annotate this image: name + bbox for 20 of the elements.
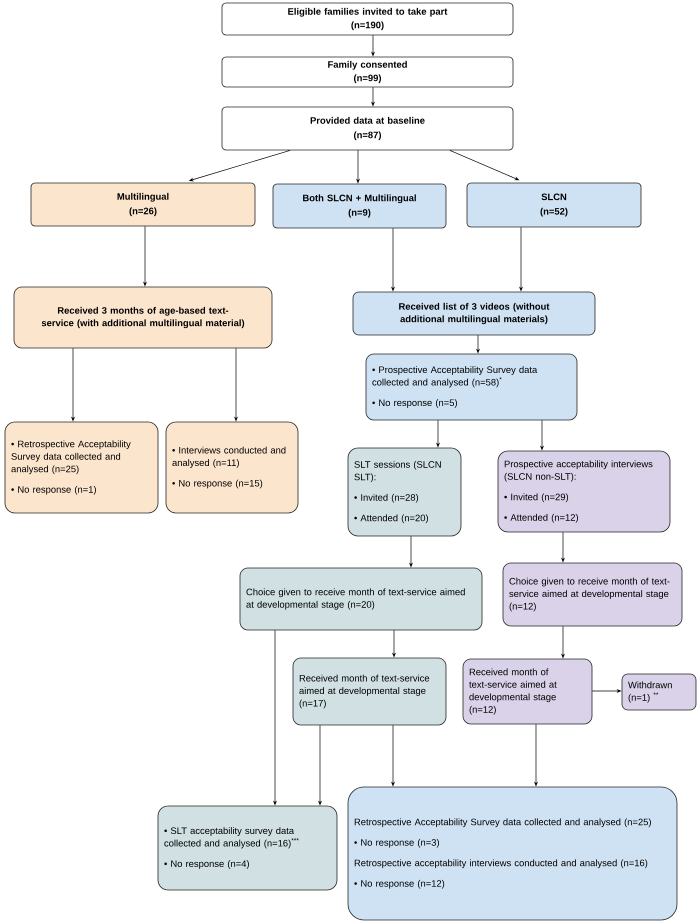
- group-box: Both SLCN + Multilingual (n=9): [272, 184, 446, 228]
- group-box: Multilingual (n=26): [30, 182, 256, 226]
- process-box: • Retrospective Acceptability Survey data collected and analysed (n=25) • No response (n=1): [4, 422, 158, 514]
- process-box: • SLT acceptability survey data collected and analysed (n=16)$^{***}$ • No response (n=4): [158, 806, 338, 890]
- process-box: Eligible families invited to take part (n=190): [222, 2, 514, 36]
- process-box: Prospective acceptability interviews (SLCN non-SLT): • Invited (n=29) • Attended (n=12): [498, 450, 670, 532]
- group-box: SLCN (n=52): [466, 182, 642, 228]
- process-box: Retrospective Acceptability Survey data collected and analysed (n=25) • No response (n=3) Retrospective acceptability interviews conducted and analysed (n=16) • No response (n=12): [348, 786, 678, 920]
- process-box: • Prospective Acceptability Survey data collected and analysed (n=58)$^{*}$ • No response (n=5): [366, 354, 578, 420]
- process-box: Received month of text-service aimed at developmental stage (n=12): [462, 658, 592, 724]
- process-box: Family consented (n=99): [222, 56, 514, 88]
- process-box: Choice given to receive month of text-service aimed at developmental stage (n=20): [240, 568, 482, 630]
- process-box: Received 3 months of age-based text-service (with additional multilingual material): [14, 286, 272, 348]
- process-box: • Interviews conducted and analysed (n=11) • No response (n=15): [166, 422, 298, 514]
- process-box: Provided data at baseline (n=87): [222, 106, 514, 150]
- process-box: Withdrawn (n=1) $^{**}$: [622, 674, 696, 710]
- process-box: Choice given to receive month of text-service aimed at developmental stage (n=12): [502, 562, 682, 626]
- process-box: Received month of text-service aimed at developmental stage (n=17): [292, 658, 446, 726]
- process-box: Received list of 3 videos (without additional multilingual materials): [352, 292, 596, 336]
- process-box: SLT sessions (SLCN SLT): • Invited (n=28) • Attended (n=20): [348, 448, 462, 536]
